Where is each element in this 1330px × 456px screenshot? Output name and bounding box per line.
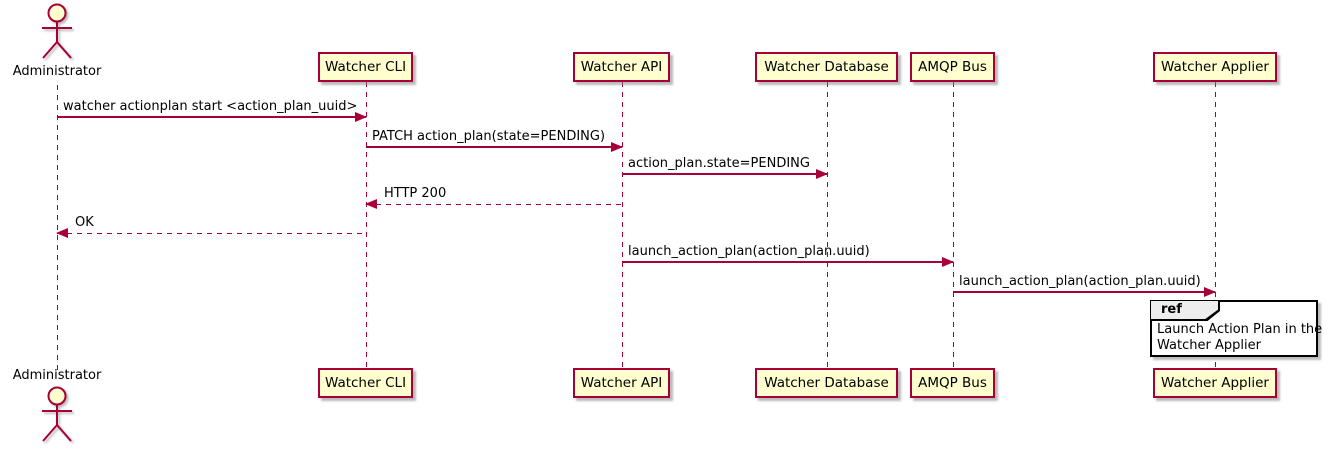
participant-db-top: Watcher Database [755, 52, 898, 82]
arrowhead-icon [355, 112, 367, 122]
participant-amqp-top: AMQP Bus [910, 52, 995, 82]
message-line [622, 173, 827, 175]
participant-applier-top: Watcher Applier [1153, 52, 1277, 82]
message-line [57, 116, 366, 118]
message-label: PATCH action_plan(state=PENDING) [372, 129, 606, 144]
message-label: launch_action_plan(action_plan.uuid) [959, 274, 1201, 289]
lifeline-api [622, 82, 623, 368]
participant-db-bottom: Watcher Database [755, 368, 898, 398]
arrowhead-icon [56, 228, 68, 238]
actor-icon [42, 3, 72, 59]
ref-text: Launch Action Plan in the Watcher Applie… [1157, 322, 1323, 354]
ref-tag-shape: ref [1151, 301, 1220, 321]
arrowhead-icon [611, 142, 623, 152]
actor-label-bottom: Administrator [12, 368, 102, 383]
participant-cli-bottom: Watcher CLI [318, 368, 413, 398]
message-label: action_plan.state=PENDING [628, 156, 810, 171]
message-label: OK [75, 215, 94, 230]
lifeline-amqp [953, 82, 954, 368]
participant-api-bottom: Watcher API [573, 368, 670, 398]
participant-applier-bottom: Watcher Applier [1153, 368, 1277, 398]
message-line [366, 204, 622, 205]
message-3: action_plan.state=PENDING [622, 156, 828, 179]
participant-api-top: Watcher API [573, 52, 670, 82]
actor-icon [42, 386, 72, 442]
arrowhead-icon [942, 257, 954, 267]
actor-label-top: Administrator [12, 64, 102, 79]
ref-text-line-1: Launch Action Plan in the [1157, 322, 1323, 337]
lifeline-db [827, 82, 828, 368]
message-line [622, 261, 953, 263]
message-label: watcher actionplan start <action_plan_uu… [63, 99, 358, 114]
lifeline-applier [1215, 82, 1216, 368]
message-6: launch_action_plan(action_plan.uuid) [622, 244, 954, 267]
message-2: PATCH action_plan(state=PENDING) [366, 129, 623, 152]
message-label: launch_action_plan(action_plan.uuid) [628, 244, 870, 259]
ref-fragment: ref Launch Action Plan in the Watcher Ap… [1150, 300, 1323, 357]
message-1: watcher actionplan start <action_plan_uu… [57, 99, 367, 122]
participant-cli-top: Watcher CLI [318, 52, 413, 82]
message-5: OK [56, 215, 366, 238]
arrowhead-icon [365, 199, 377, 209]
participant-amqp-bottom: AMQP Bus [910, 368, 995, 398]
arrowhead-icon [1204, 287, 1216, 297]
message-4: HTTP 200 [365, 186, 622, 209]
message-7: launch_action_plan(action_plan.uuid) [953, 274, 1216, 297]
message-line [57, 233, 366, 234]
message-label: HTTP 200 [384, 186, 447, 201]
arrowhead-icon [816, 169, 828, 179]
lifeline-cli [366, 82, 367, 368]
ref-text-line-2: Watcher Applier [1157, 338, 1261, 353]
message-line [953, 291, 1215, 293]
ref-tag-label: ref [1151, 301, 1218, 319]
message-line [366, 146, 622, 148]
